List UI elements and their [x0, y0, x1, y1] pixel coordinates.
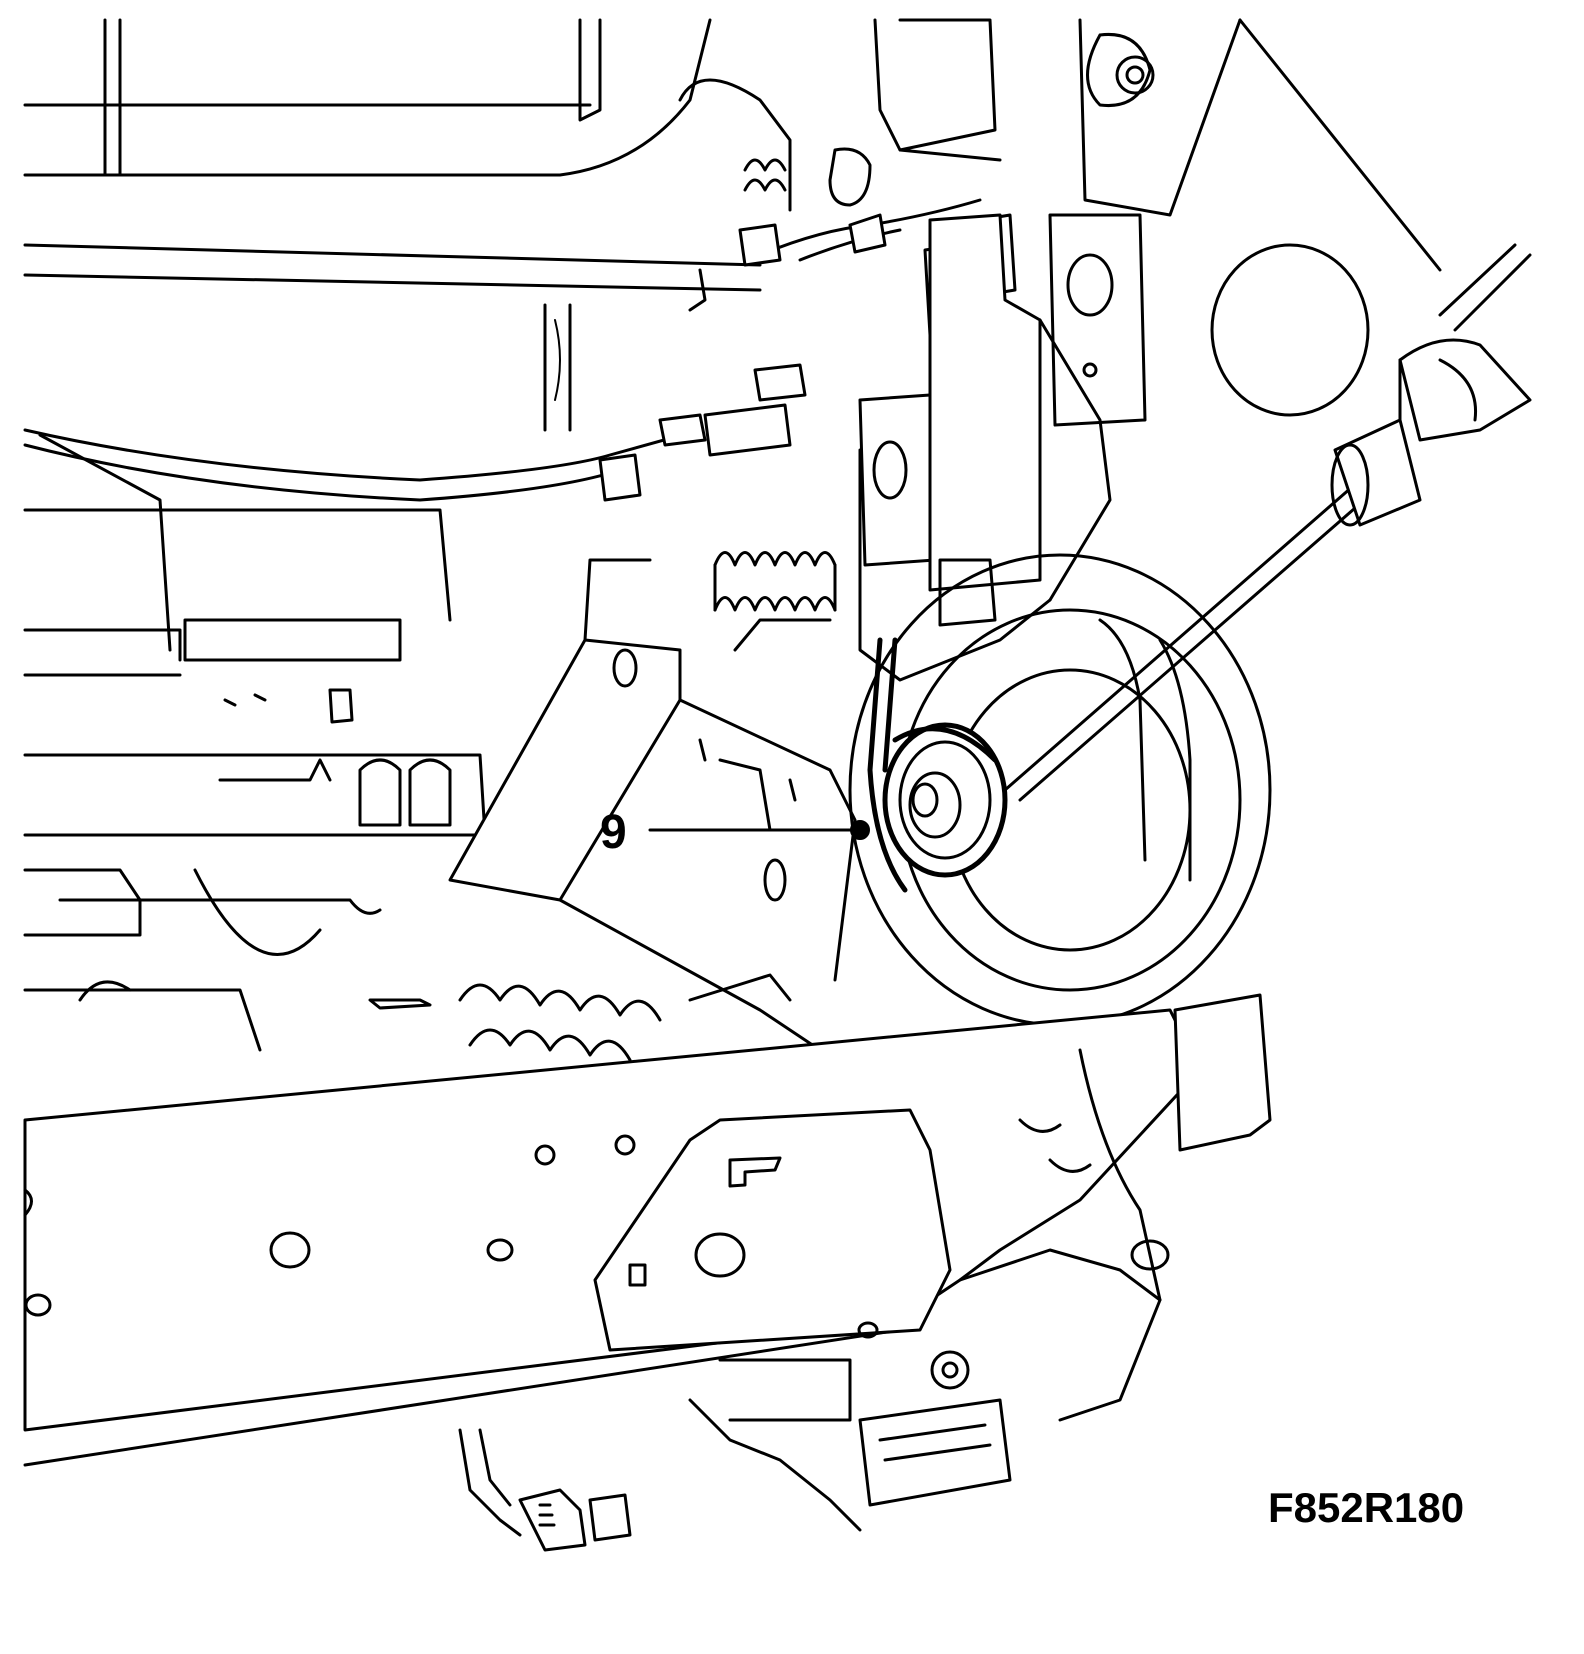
engine-mount-bracket	[448, 558, 857, 1052]
tensioner-tool	[1003, 243, 1532, 802]
coil-springs	[458, 158, 837, 1062]
lower-crossmember	[23, 1008, 1202, 1467]
figure-code: F852R180	[1268, 1484, 1464, 1531]
lower-right-housing	[458, 993, 1272, 1552]
tensioner-bracket	[858, 213, 1147, 682]
lower-left-pipes	[23, 508, 487, 1052]
upper-frame-structure	[23, 18, 1442, 292]
callout-9-label: 9	[600, 806, 627, 859]
idler-pulley	[882, 722, 1008, 878]
drive-belt	[867, 637, 908, 893]
callout-9: 9	[600, 806, 870, 859]
